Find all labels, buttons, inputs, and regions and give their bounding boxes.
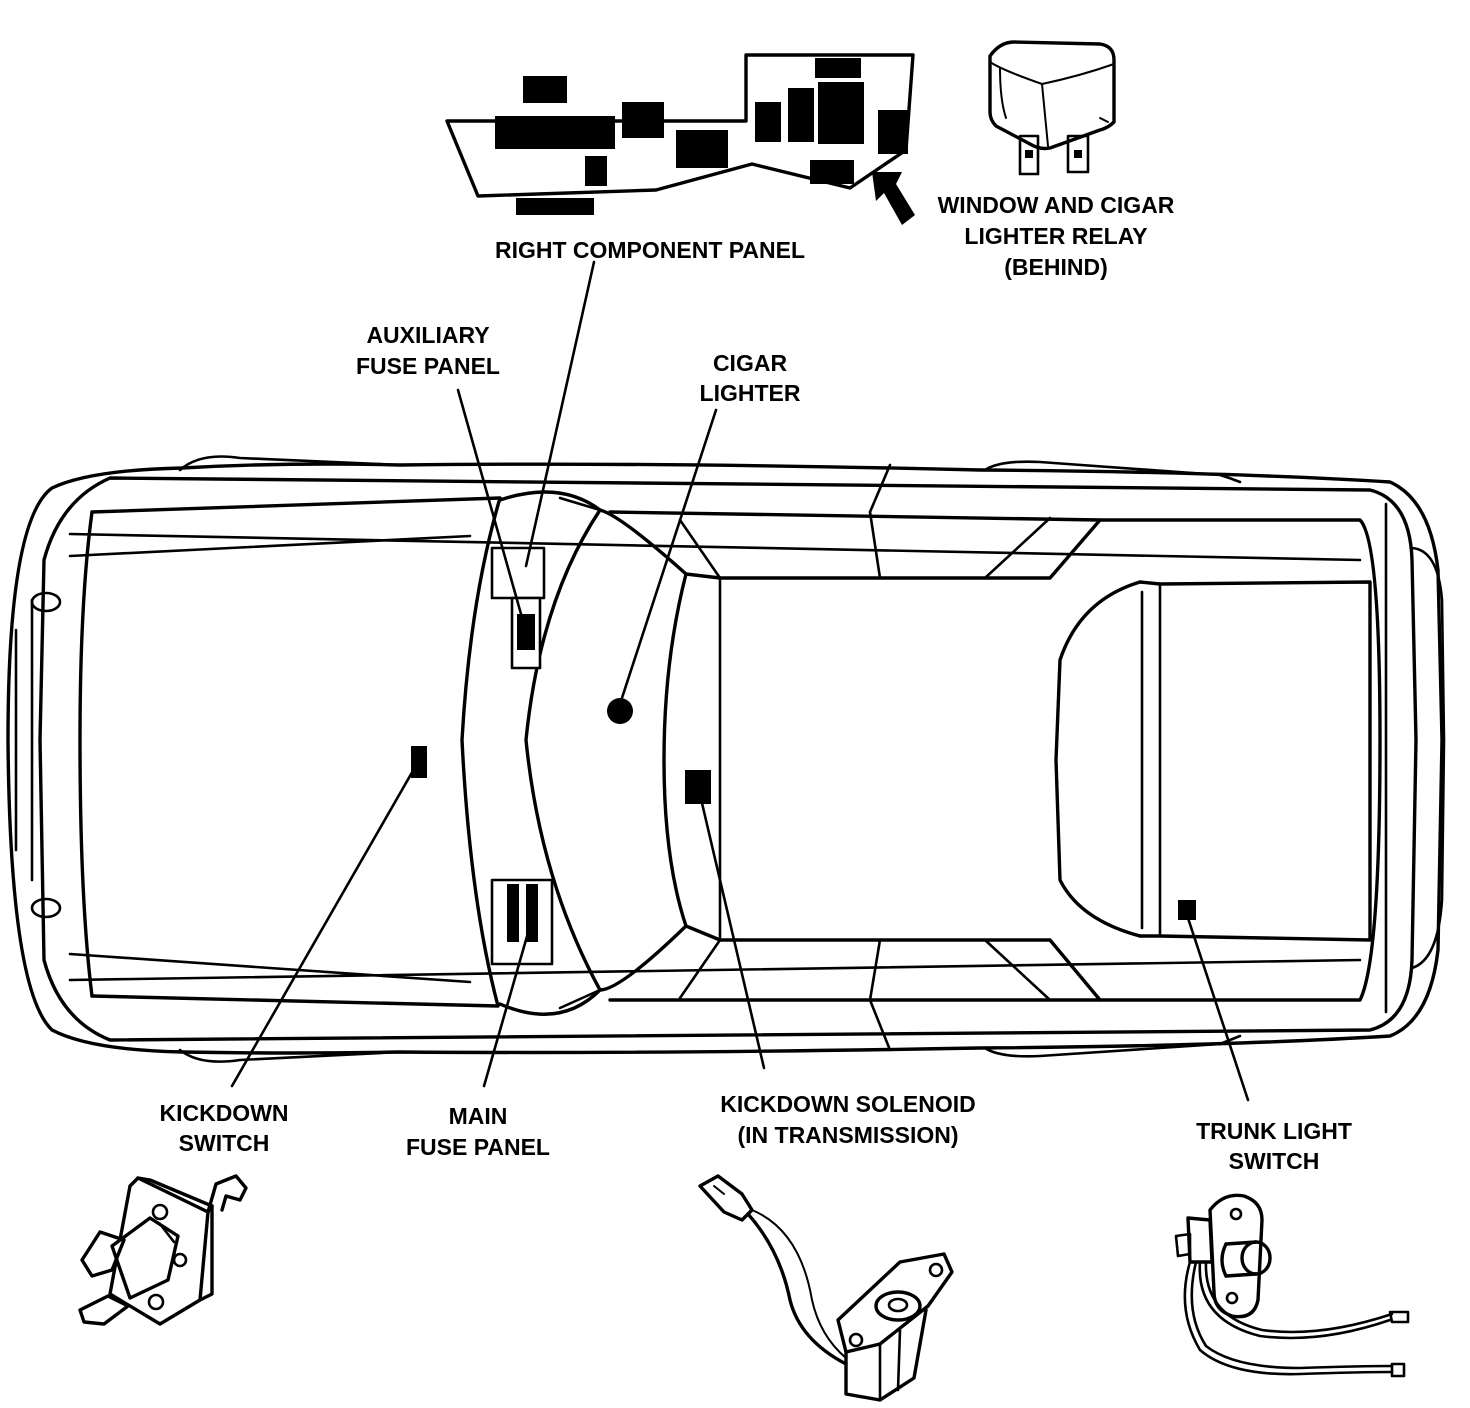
- label-kdsol-line2: (IN TRANSMISSION): [737, 1122, 958, 1148]
- label-right-component-panel-line1: RIGHT COMPONENT PANEL: [495, 237, 805, 263]
- label-kds-line1: KICKDOWN: [159, 1100, 288, 1126]
- label-aux-line2: FUSE PANEL: [356, 353, 500, 379]
- label-kdsol-line1: KICKDOWN SOLENOID: [720, 1091, 976, 1117]
- label-trunk-line1: TRUNK LIGHT: [1196, 1118, 1352, 1144]
- label-window-cigar-relay: WINDOW AND CIGAR LIGHTER RELAY (BEHIND): [938, 192, 1175, 280]
- label-auxiliary-fuse-panel: AUXILIARY FUSE PANEL: [356, 322, 500, 379]
- kickdown-switch-icon: [78, 1174, 248, 1326]
- label-kds-line2: SWITCH: [179, 1130, 270, 1156]
- label-main-line1: MAIN: [449, 1103, 508, 1129]
- label-trunk-line2: SWITCH: [1229, 1148, 1320, 1174]
- label-kickdown-switch: KICKDOWN SWITCH: [159, 1100, 288, 1156]
- relay-icon: [988, 40, 1116, 176]
- label-right-component-panel: RIGHT COMPONENT PANEL: [495, 237, 805, 263]
- label-relay-line3: (BEHIND): [1004, 254, 1108, 280]
- label-relay-line2: LIGHTER RELAY: [964, 223, 1147, 249]
- kickdown-solenoid-icon: [698, 1174, 954, 1402]
- label-cigar-lighter: CIGAR LIGHTER: [700, 350, 801, 406]
- label-aux-line1: AUXILIARY: [366, 322, 489, 348]
- component-markers: [411, 546, 1196, 966]
- label-cigar-line1: CIGAR: [713, 350, 788, 376]
- right-component-panel-icon: [445, 53, 915, 225]
- trunk-light-switch-icon: [1174, 1193, 1410, 1378]
- label-relay-line1: WINDOW AND CIGAR: [938, 192, 1175, 218]
- label-main-fuse-panel: MAIN FUSE PANEL: [406, 1103, 550, 1160]
- label-cigar-line2: LIGHTER: [700, 380, 801, 406]
- label-main-line2: FUSE PANEL: [406, 1134, 550, 1160]
- car-top-view-icon: [6, 455, 1446, 1063]
- label-kickdown-solenoid: KICKDOWN SOLENOID (IN TRANSMISSION): [720, 1091, 976, 1148]
- leader-lines: [230, 260, 1250, 1102]
- label-trunk-light-switch: TRUNK LIGHT SWITCH: [1196, 1118, 1352, 1174]
